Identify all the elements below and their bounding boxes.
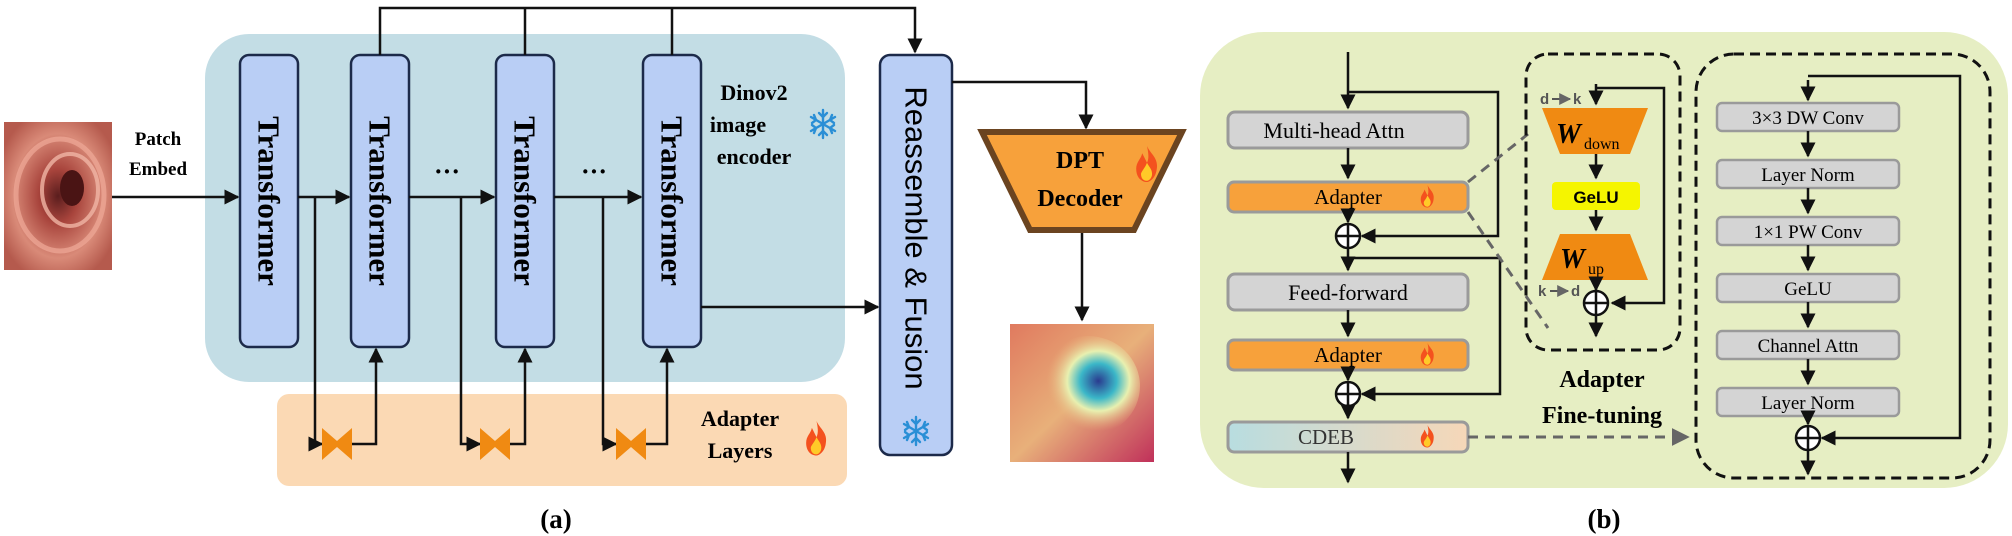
gelu-block: GeLU: [1552, 182, 1640, 210]
encoder-label-2: image: [710, 112, 766, 137]
sum-node-2: [1334, 380, 1362, 408]
sum-node-1: [1334, 222, 1362, 250]
svg-text:Multi-head Attn: Multi-head Attn: [1263, 118, 1404, 143]
adapter-layers-background: [277, 394, 847, 486]
svg-text:1×1 PW Conv: 1×1 PW Conv: [1754, 222, 1863, 243]
svg-text:CDEB: CDEB: [1298, 425, 1354, 449]
svg-text:3×3 DW Conv: 3×3 DW Conv: [1752, 108, 1864, 129]
cdeb-sum-node: [1794, 424, 1822, 452]
dpt-decoder-block: DPT Decoder: [977, 129, 1187, 233]
input-endoscopy-image: [4, 122, 112, 270]
svg-text:Transformer: Transformer: [508, 116, 543, 286]
adapter-loops: [308, 197, 675, 452]
svg-text:Feed-forward: Feed-forward: [1288, 280, 1408, 305]
svg-text:W: W: [1556, 119, 1583, 150]
adapter-sum-node: [1582, 289, 1610, 317]
transformer-block-3: Transformer: [494, 53, 556, 349]
svg-text:Layer Norm: Layer Norm: [1761, 393, 1855, 414]
k-to-d-label-d: d: [1571, 283, 1580, 300]
svg-text:Transformer: Transformer: [363, 116, 398, 286]
d-to-k-label-k: k: [1573, 91, 1582, 108]
finetune-label-2: Fine-tuning: [1542, 403, 1662, 429]
cdeb-step-layer-norm-1: Layer Norm: [1715, 158, 1901, 190]
caption-a: (a): [540, 504, 571, 534]
svg-text:Adapter: Adapter: [1314, 185, 1382, 209]
w-down-block: W down: [1542, 108, 1648, 154]
adapter-layers-label-2: Layers: [708, 438, 773, 463]
dpt-decoder-label-2: Decoder: [1037, 186, 1123, 212]
depth-map-output: [1010, 324, 1154, 462]
svg-text:Channel Attn: Channel Attn: [1758, 336, 1859, 357]
panel-a: Patch Embed Transformer Transformer Tran…: [4, 6, 1187, 534]
adapter-block-1: Adapter: [1226, 180, 1470, 214]
svg-text:up: up: [1588, 261, 1604, 278]
adapter-layers-label-1: Adapter: [701, 406, 779, 431]
panel-b: Multi-head Attn Adapter Feed-forward Ada…: [1200, 32, 2008, 534]
reassemble-fusion-block: Reassemble & Fusion: [878, 53, 954, 457]
skip-connections: [378, 6, 923, 315]
transformer-block-1: Transformer: [238, 53, 300, 349]
svg-text:GeLU: GeLU: [1573, 188, 1618, 207]
ellipsis-2: ···: [581, 157, 607, 186]
transformer-block-4: Transformer: [641, 53, 703, 349]
adapter-detail-box: [1524, 52, 1682, 352]
patch-embed-label-2: Embed: [129, 159, 188, 180]
svg-text:down: down: [1584, 136, 1620, 153]
dpt-decoder-label-1: DPT: [1056, 148, 1104, 174]
cdeb-step-gelu: GeLU: [1715, 272, 1901, 304]
adapter-block-2: Adapter: [1226, 338, 1470, 372]
cdeb-step-channel-attn: Channel Attn: [1715, 329, 1901, 361]
encoder-label-1: Dinov2: [720, 80, 787, 105]
multi-head-attn-block: Multi-head Attn: [1226, 110, 1470, 150]
caption-b: (b): [1588, 504, 1621, 534]
finetune-label-1: Adapter: [1559, 367, 1645, 393]
svg-text:Transformer: Transformer: [655, 116, 690, 286]
svg-text:Reassemble & Fusion: Reassemble & Fusion: [899, 86, 934, 389]
svg-text:Transformer: Transformer: [252, 116, 287, 286]
svg-text:GeLU: GeLU: [1784, 279, 1832, 300]
cdeb-step-pw-conv: 1×1 PW Conv: [1715, 215, 1901, 247]
w-up-block: W up: [1542, 234, 1648, 280]
encoder-label-3: encoder: [717, 144, 792, 169]
ellipsis-1: ···: [434, 157, 460, 186]
cdeb-step-layer-norm-2: Layer Norm: [1715, 386, 1901, 418]
svg-text:W: W: [1560, 244, 1587, 275]
cdeb-block: CDEB: [1226, 420, 1470, 454]
cdeb-detail-box: [1694, 52, 1992, 480]
svg-text:Layer Norm: Layer Norm: [1761, 165, 1855, 186]
feed-forward-block: Feed-forward: [1226, 272, 1470, 312]
cdeb-step-dw-conv: 3×3 DW Conv: [1715, 101, 1901, 133]
patch-embed-label-1: Patch: [135, 129, 182, 150]
k-to-d-label-k: k: [1538, 283, 1547, 300]
transformer-block-2: Transformer: [349, 53, 411, 349]
svg-text:Adapter: Adapter: [1314, 343, 1382, 367]
d-to-k-label-d: d: [1540, 91, 1549, 108]
